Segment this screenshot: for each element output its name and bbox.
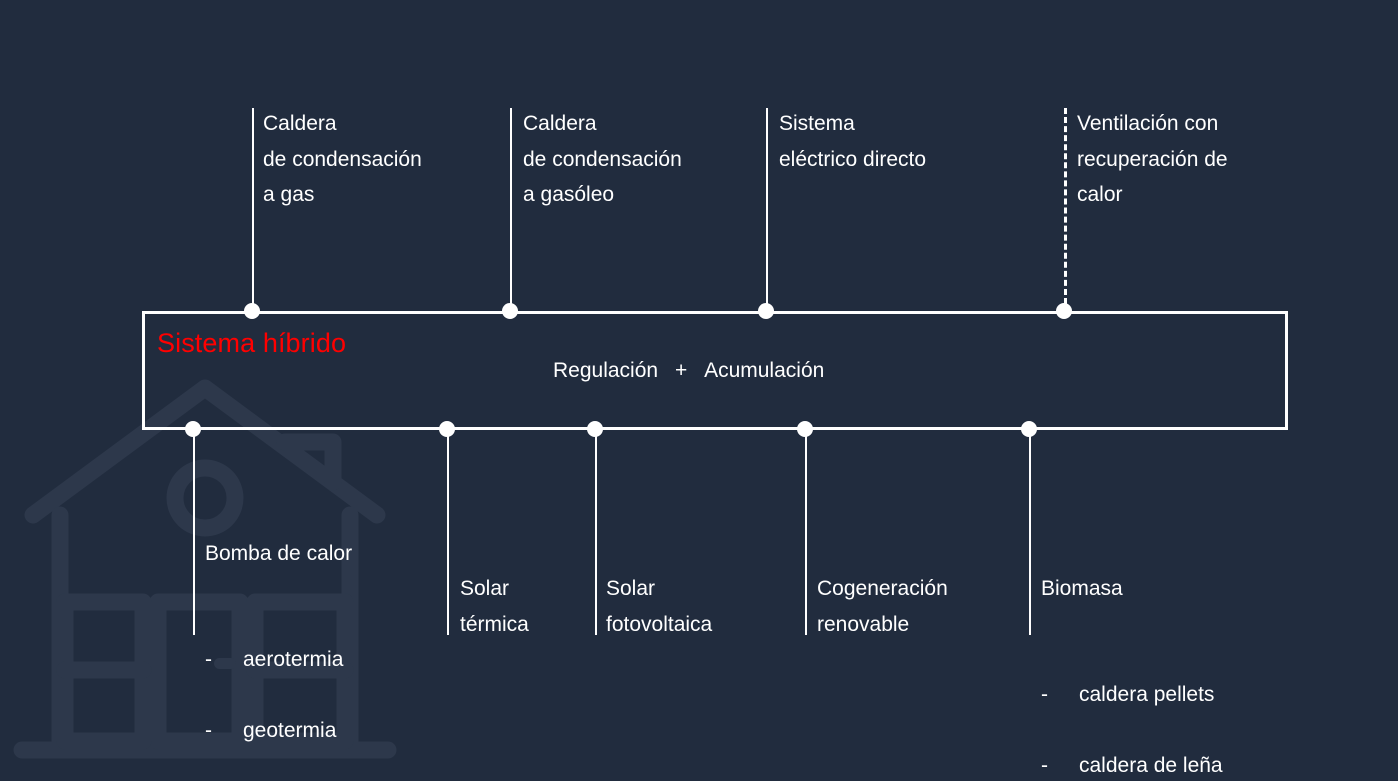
list-item-label: caldera de leña bbox=[1079, 754, 1223, 777]
bullet-dash: - bbox=[205, 648, 212, 671]
node-dot-solar-fotovoltaica[interactable] bbox=[587, 421, 603, 437]
list-item-label: geotermia bbox=[243, 719, 337, 742]
bullet-dash: - bbox=[1041, 754, 1048, 777]
connector-bomba-de-calor bbox=[193, 430, 195, 635]
label-caldera-gasoleo: Caldera de condensación a gasóleo bbox=[523, 112, 682, 206]
sublist-bomba-de-calor: -aerotermia -geotermia -hidrotermia bbox=[205, 607, 352, 781]
label-ventilacion-recuperacion: Ventilación con recuperación de calor bbox=[1077, 112, 1228, 206]
label-sistema-electrico-directo: Sistema eléctrico directo bbox=[779, 112, 927, 171]
connector-caldera-gas bbox=[252, 108, 254, 311]
regulation-label: Regulación bbox=[553, 359, 659, 382]
node-dot-cogeneracion-renovable[interactable] bbox=[797, 421, 813, 437]
label-biomasa-heading: Biomasa bbox=[1041, 576, 1123, 600]
connector-ventilacion-recuperacion bbox=[1064, 108, 1067, 304]
list-item: - geotermia bbox=[205, 713, 352, 749]
list-item: - caldera pellets bbox=[1041, 677, 1223, 713]
bullet-dash: - bbox=[205, 719, 212, 742]
list-item-label: caldera pellets bbox=[1079, 683, 1215, 706]
label-cogeneracion-renovable: Cogeneración renovable bbox=[817, 577, 948, 636]
connector-solar-fotovoltaica bbox=[595, 430, 597, 635]
list-item-label: aerotermia bbox=[243, 648, 344, 671]
bullet-dash: - bbox=[1041, 683, 1048, 706]
list-item: - caldera de leña bbox=[1041, 748, 1223, 781]
label-bomba-de-calor: Bomba de calor -aerotermia -geotermia -h… bbox=[205, 500, 352, 781]
label-solar-fotovoltaica: Solar fotovoltaica bbox=[606, 577, 713, 636]
label-bomba-de-calor-heading: Bomba de calor bbox=[205, 541, 353, 565]
connector-sistema-electrico-directo bbox=[766, 108, 768, 311]
connector-caldera-gasoleo bbox=[510, 108, 512, 311]
label-caldera-gas: Caldera de condensación a gas bbox=[263, 112, 422, 206]
list-item: - aerotermia bbox=[205, 642, 352, 678]
connector-biomasa bbox=[1029, 430, 1031, 635]
regulation-accumulation-row: Regulación + Acumulación bbox=[553, 359, 824, 383]
page-title: Sistema híbrido bbox=[157, 328, 347, 358]
label-solar-termica: Solar térmica bbox=[460, 577, 529, 636]
label-biomasa: Biomasa - caldera pellets - caldera de leñ… bbox=[1041, 535, 1223, 781]
connector-cogeneracion-renovable bbox=[805, 430, 807, 635]
hybrid-system-box: Sistema híbrido Regulación + Acumulación bbox=[142, 311, 1288, 430]
plus-operator: + bbox=[674, 359, 688, 382]
node-dot-bomba-de-calor[interactable] bbox=[185, 421, 201, 437]
connector-solar-termica bbox=[447, 430, 449, 635]
node-dot-biomasa[interactable] bbox=[1021, 421, 1037, 437]
accumulation-label: Acumulación bbox=[704, 359, 825, 382]
sublist-biomasa: - caldera pellets - caldera de leña bbox=[1041, 642, 1223, 781]
node-dot-solar-termica[interactable] bbox=[439, 421, 455, 437]
